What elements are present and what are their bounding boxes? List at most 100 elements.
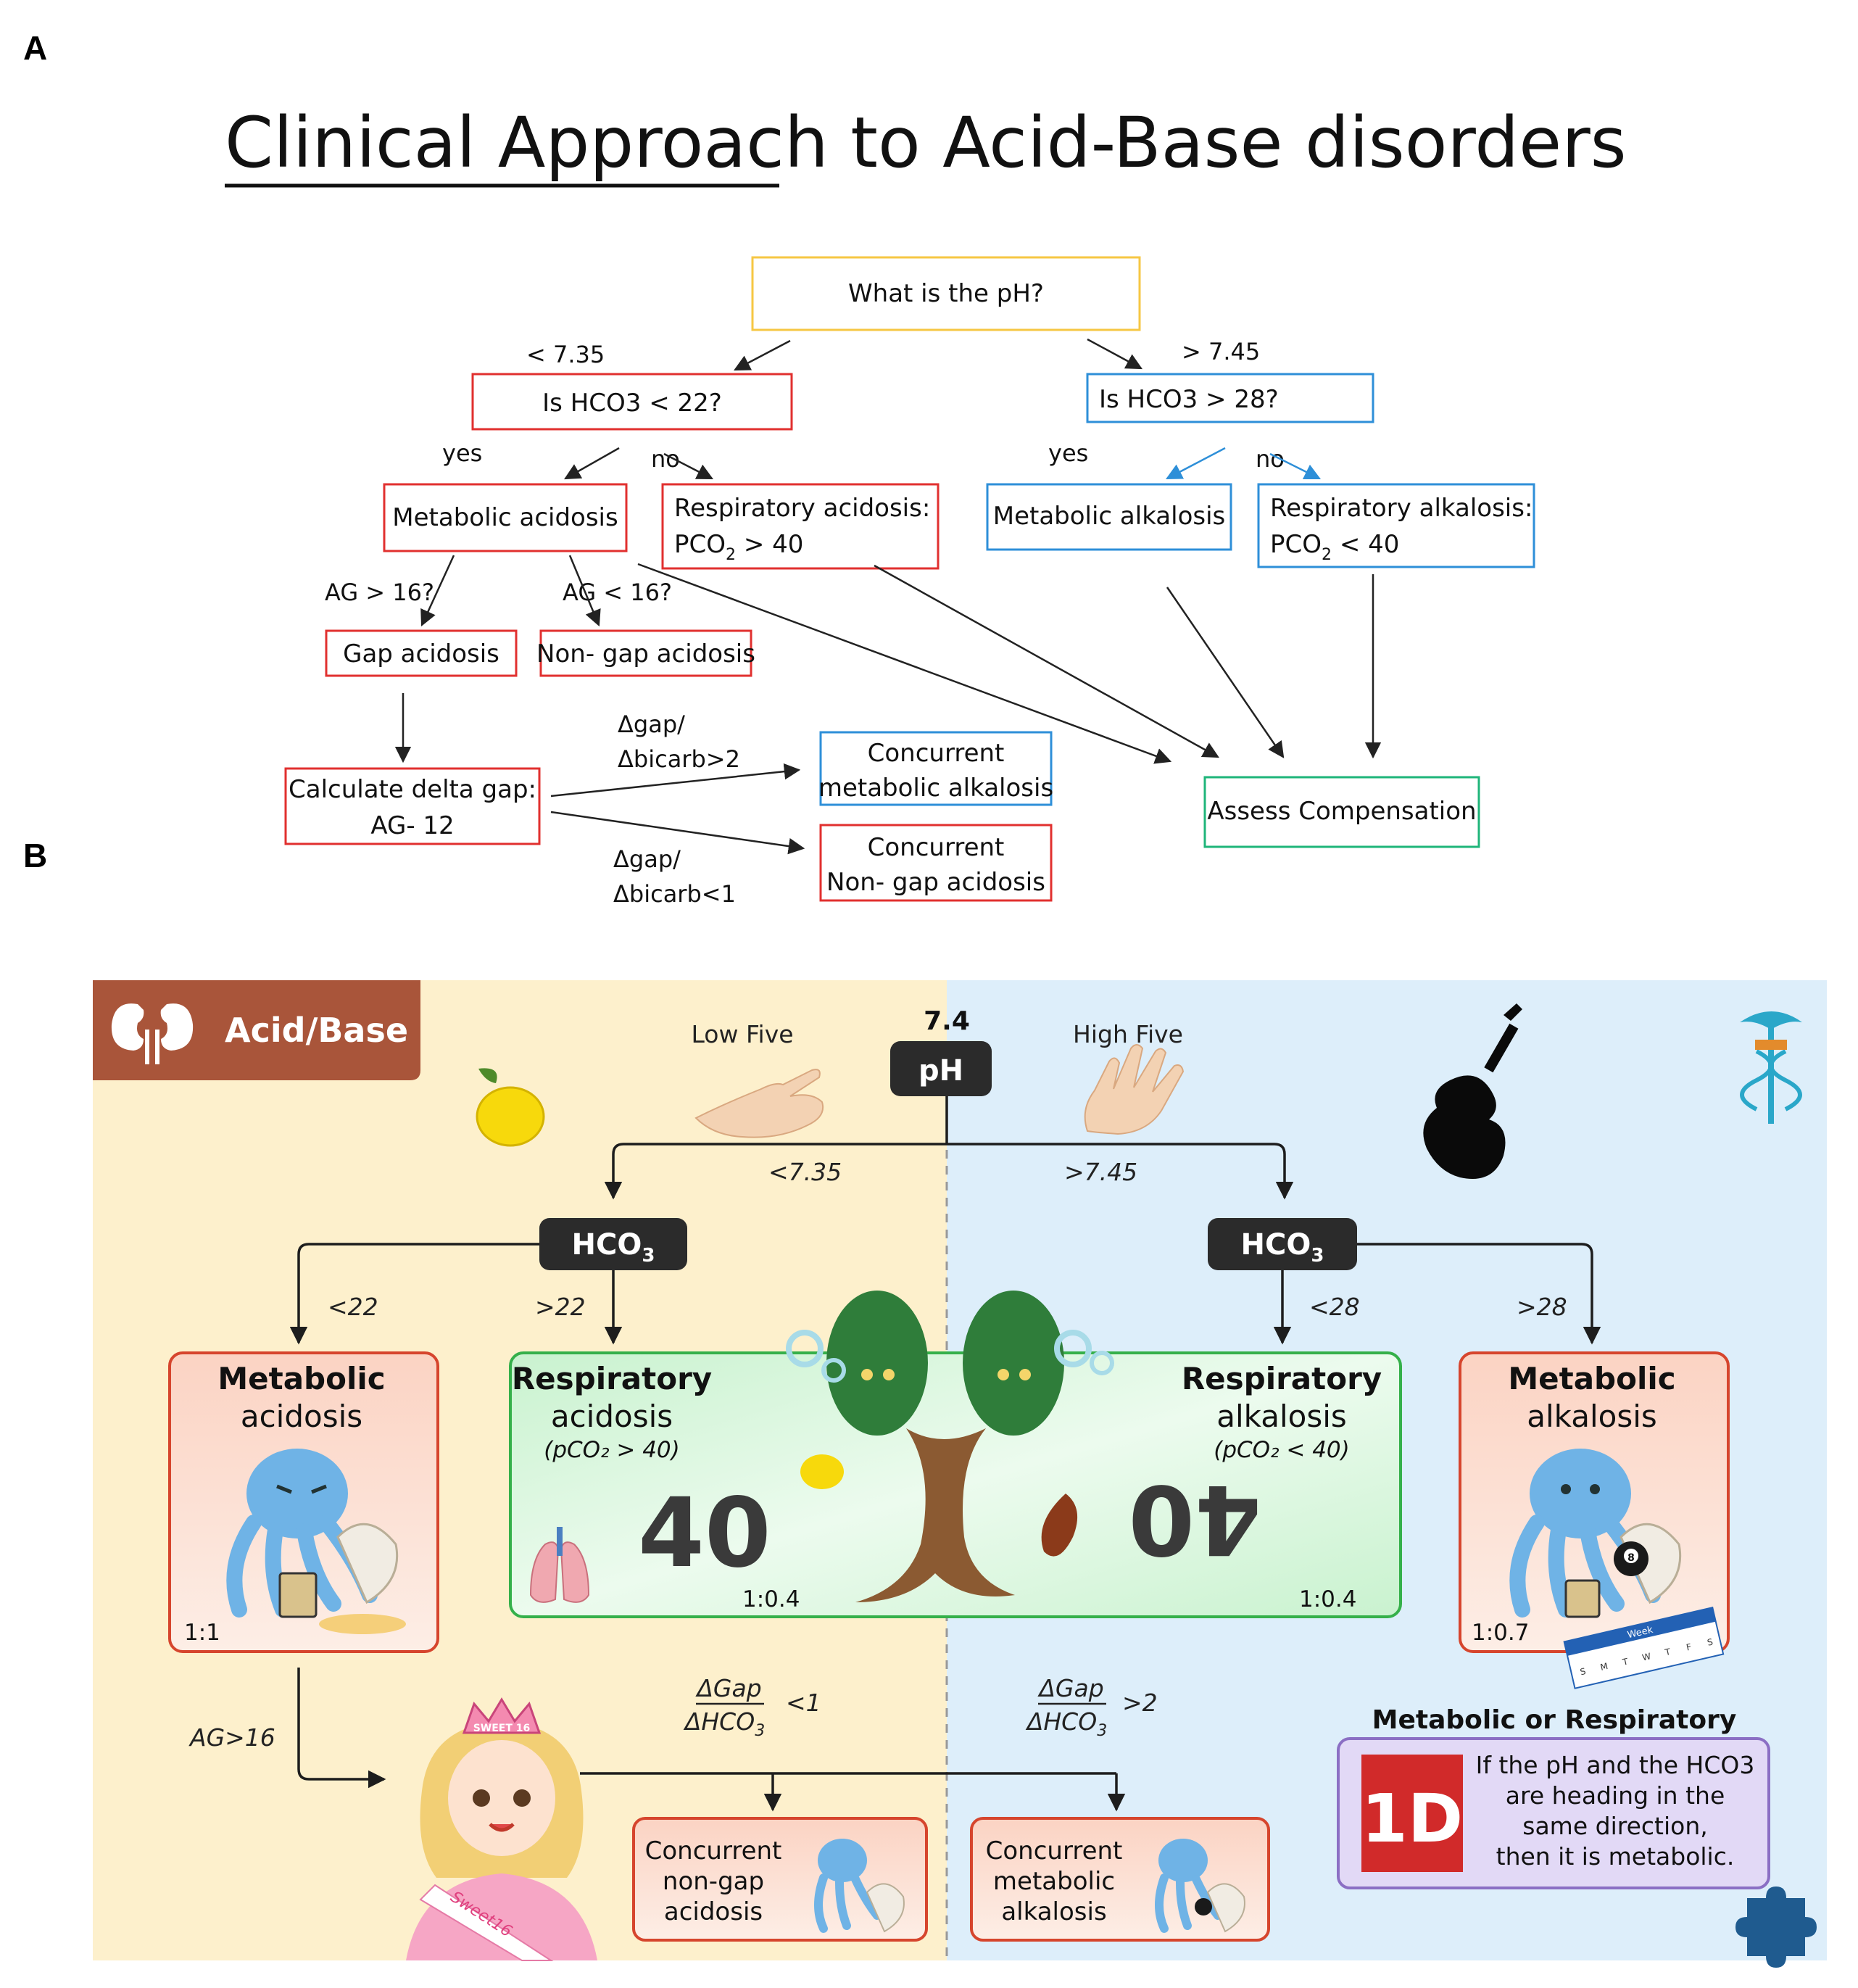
label-low-ph: < 7.35 [526,341,605,368]
respiratory-acidosis-line2: PCO2 > 40 [674,530,803,564]
lt22-label: <22 [328,1293,378,1321]
arrow-to-conc-met-alk [550,763,801,798]
concurrent-nongap-box [819,824,1053,902]
respiratory-acidosis-line1: Respiratory acidosis: [674,494,930,523]
concurrent-met-alk-line2: metabolic alkalosis [818,774,1053,803]
metabolic-alkalosis-box [986,483,1232,551]
respiratory-acidosis-box [661,483,940,570]
title-underlined-part: Clinical Approach [225,102,850,183]
low-five-hand-icon [694,1069,824,1138]
logo-1d-text: 1D [1361,1780,1463,1857]
tree-creature-illustration [786,1291,1114,1602]
low-five-label: Low Five [691,1020,793,1048]
metabolic-acidosis-box [383,483,628,552]
concurrent-nongap-line2: Non- gap acidosis [826,868,1045,897]
gt2-label: >2 [1122,1689,1158,1717]
conc-nongap-line3: acidosis [664,1897,763,1926]
mor-text-line4: then it is metabolic. [1496,1842,1735,1871]
arrow-resp-acid-to-assess [874,564,1219,758]
panel-a-title: Clinical Approach to Acid-Base disorders [225,102,1627,188]
hco3-high-question-box [1086,373,1374,423]
label-ag-low: AG < 16? [563,579,672,606]
calendar-day: S [1706,1636,1714,1647]
panel-b-hco3-connectors [289,1243,1601,1345]
connector-to-hco3-right [947,1143,1294,1200]
1d-logo: 1D [1361,1755,1463,1872]
gt22-label: >22 [535,1293,586,1321]
resp-alk-cond: (pCO₂ < 40) [1214,1437,1349,1463]
assess-compensation-text: Assess Compensation [1207,797,1476,826]
hco3-low-question-box [471,373,793,431]
connector-ag16 [297,1668,386,1789]
calendar-day: S [1579,1666,1587,1677]
assess-compensation-box [1203,776,1480,848]
kidney-icon [111,1003,194,1064]
label-ratio-low-2: Δbicarb<1 [613,880,736,908]
calendar-day: T [1663,1647,1672,1658]
title-rest: to Acid-Base disorders [850,102,1626,183]
cello-icon [1423,1003,1522,1179]
met-acid-ratio: 1:1 [184,1620,220,1646]
arrow-to-resp-alkalosis [1269,452,1322,480]
metabolic-acidosis-text: Metabolic acidosis [392,503,618,532]
ag16-label: AG>16 [188,1723,275,1752]
label-ag-high: AG > 16? [325,579,434,606]
svg-text:ΔHCO3: ΔHCO3 [683,1707,765,1740]
respiratory-alkalosis-line2: PCO2 < 40 [1270,530,1399,564]
mor-text-line3: same direction, [1522,1812,1707,1840]
panel-a-label: A [23,29,47,67]
lt-735-label: <7.35 [768,1158,842,1186]
resp-acid-bold: Respiratory [512,1361,712,1396]
conc-metalk-line3: alkalosis [1001,1897,1106,1926]
arrow-to-conc-nongap [550,811,805,855]
conc-metalk-line2: metabolic [993,1867,1115,1896]
arrow-met-acid-to-assess [637,563,1172,764]
hco3-left-text: HCO3 [572,1228,655,1267]
met-acid-bold: Metabolic [217,1361,385,1396]
mor-title: Metabolic or Respiratory [1372,1705,1737,1735]
met-acid-rest: acidosis [241,1399,362,1434]
respiratory-alkalosis-line1: Respiratory alkalosis: [1270,494,1533,523]
arrow-ph-to-high [1087,338,1142,370]
panel-b-label: B [23,837,47,874]
arrow-to-gap-acidosis [420,555,455,627]
arrow-to-met-alkalosis [1166,447,1226,480]
conc-nongap-line2: non-gap [663,1867,764,1896]
crown-text: SWEET 16 [473,1723,531,1734]
calendar-day: M [1599,1661,1609,1673]
high-five-hand-icon [1084,1044,1185,1135]
ph-question-box [751,256,1141,331]
panel-b-delta-connectors [580,1772,1126,1812]
puzzle-icon [1735,1886,1817,1968]
lt28-label: <28 [1309,1293,1360,1321]
delta-gap-box [284,767,541,845]
hco3-high-question-text: Is HCO3 > 28? [1099,385,1279,414]
panel-a-arrows [394,338,1382,855]
conc-metalk-line1: Concurrent [986,1836,1123,1865]
resp-acid-rest: acidosis [551,1399,673,1434]
label-ratio-low-1: Δgap/ [613,845,681,873]
delta-gap-line2: AG- 12 [370,811,454,840]
concurrent-met-alk-box [819,731,1053,806]
resp-acid-ratio: 1:0.4 [742,1586,800,1612]
resp-alk-ratio: 1:0.4 [1299,1586,1356,1612]
gap-acidosis-box [325,629,518,677]
gt28-label: >28 [1517,1293,1567,1321]
calendar-day: T [1621,1656,1630,1668]
label-high-ph: > 7.45 [1182,338,1260,365]
delta-gap-line1: Calculate delta gap: [289,775,536,804]
sweet-sixteen-girl-illustration: SWEET 16 Sweet16 [406,1697,597,1961]
panel-b-infographic: Acid/Base Low Five High Five 7.4 pH [93,980,1827,1968]
resp-alk-rest: alkalosis [1216,1399,1347,1434]
hco3-box-left [539,1218,687,1270]
gt-745-label: >7.45 [1064,1158,1137,1186]
octopus-sad-illustration [226,1449,406,1634]
arrow-to-resp-acidosis [663,452,714,480]
hco3-low-question-text: Is HCO3 < 22? [542,389,722,418]
gap-acidosis-text: Gap acidosis [343,639,499,668]
ph-box [890,1041,992,1096]
svg-text:Clinical Approach to Acid-Base: Clinical Approach to Acid-Base disorders [225,102,1627,183]
panel-a-flowchart: What is the pH? Is HCO3 < 22? Is HCO3 > … [284,256,1535,902]
conc-nongap-line1: Concurrent [645,1836,782,1865]
